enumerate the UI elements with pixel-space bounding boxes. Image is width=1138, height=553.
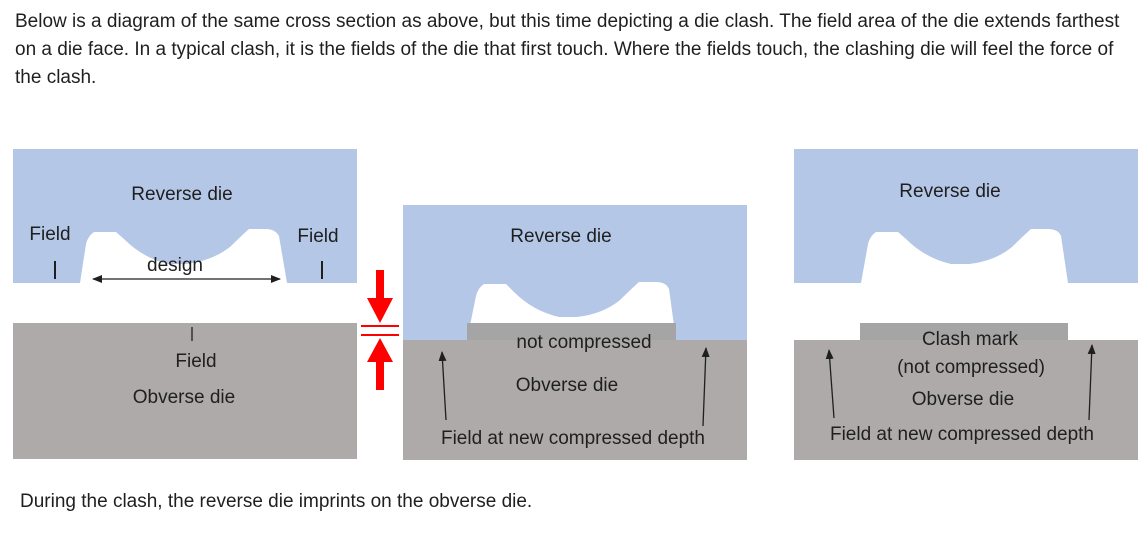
field-depth-label: Field at new compressed depth — [441, 428, 705, 449]
obverse-die-label: Obverse die — [912, 389, 1014, 410]
clash-mark-sublabel: (not compressed) — [897, 357, 1045, 378]
field-pointer-right — [1087, 344, 1096, 421]
force-arrow-down — [367, 270, 393, 323]
clash-mark-label: Clash mark — [922, 329, 1019, 350]
compression-zone — [467, 323, 676, 340]
reverse-die-label: Reverse die — [131, 184, 232, 205]
not-compressed-label: not compressed — [516, 332, 651, 353]
field-label-left: Field — [29, 224, 70, 245]
reverse-die-label: Reverse die — [510, 226, 611, 247]
reverse-die-label: Reverse die — [899, 181, 1000, 202]
field-label-right: Field — [297, 226, 338, 247]
reverse-die-shape — [403, 205, 747, 340]
obverse-die-shape — [13, 323, 357, 459]
obverse-die-shape — [794, 340, 1138, 460]
field-depth-label: Field at new compressed depth — [830, 424, 1094, 445]
field-pointer-left — [438, 351, 447, 421]
reverse-die-shape — [13, 149, 357, 283]
panel-before-clash: Reverse die Field Field design Field Obv… — [13, 149, 357, 459]
obverse-die-shape — [403, 340, 747, 460]
force-arrow-up — [367, 338, 393, 390]
clash-mark — [860, 323, 1068, 340]
field-pointer-right — [701, 347, 710, 427]
panel-during-clash: Reverse die not compressed Obverse die F… — [403, 205, 747, 460]
panel-after-clash: Reverse die Clash mark (not compressed) … — [794, 149, 1138, 460]
clash-force-arrows — [361, 270, 399, 390]
design-label: design — [147, 255, 203, 276]
obverse-die-label: Obverse die — [133, 387, 235, 408]
reverse-die-shape — [794, 149, 1138, 283]
field-pointer-left — [825, 349, 835, 419]
obverse-field-label: Field — [175, 351, 216, 372]
footer-caption: During the clash, the reverse die imprin… — [20, 491, 533, 512]
obverse-die-label: Obverse die — [516, 375, 618, 396]
intro-paragraph: Below is a diagram of the same cross sec… — [15, 11, 1120, 88]
